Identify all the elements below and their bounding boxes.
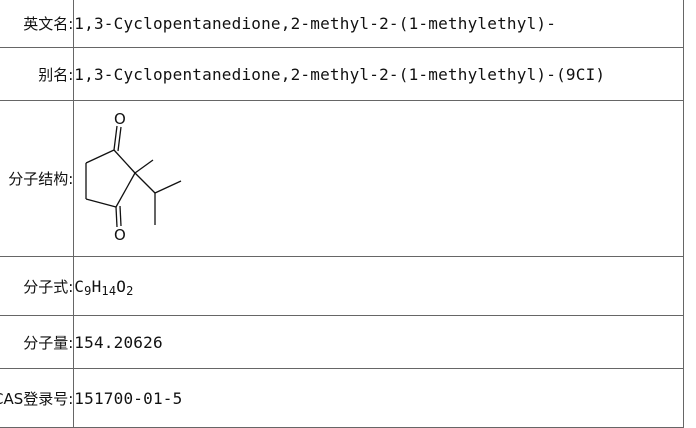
molecular-structure-image: O O [85, 110, 182, 244]
row-english-name: 英文名: 1,3-Cyclopentanedione,2-methyl-2-(1… [0, 0, 684, 48]
alias-label: 别名: [0, 47, 75, 101]
row-cas: CAS登录号: 151700-01-5 [0, 368, 684, 428]
bond-carbonyl-bottom-b [119, 205, 122, 226]
formula-h-count: 14 [101, 283, 117, 298]
cas-value: 151700-01-5 [73, 368, 684, 428]
atom-oxygen-top: O [114, 110, 126, 128]
row-alias: 别名: 1,3-Cyclopentanedione,2-methyl-2-(1-… [0, 47, 684, 101]
bond-c1-c2 [113, 149, 136, 173]
english-name-label: 英文名: [0, 0, 75, 48]
atom-oxygen-bottom: O [114, 226, 126, 244]
bond-c5-c1 [86, 148, 115, 164]
row-mol-weight: 分子量: 154.20626 [0, 315, 684, 369]
bond-carbonyl-bottom-a [115, 206, 118, 227]
cas-label: CAS登录号: [0, 368, 75, 428]
bond-methyl [134, 158, 154, 174]
formula-c: C [74, 276, 85, 296]
bond-isopropyl-me1 [155, 179, 182, 194]
bond-carbonyl-top-a [113, 125, 118, 150]
bond-isopropyl-ch [134, 172, 156, 193]
formula-label: 分子式: [0, 256, 75, 316]
formula-value: C9H14O2 [73, 256, 684, 316]
row-structure: 分子结构: O O [0, 100, 684, 257]
formula-h: H [91, 276, 102, 296]
english-name-value: 1,3-Cyclopentanedione,2-methyl-2-(1-meth… [73, 0, 684, 48]
alias-value: 1,3-Cyclopentanedione,2-methyl-2-(1-meth… [73, 47, 684, 101]
formula-o-count: 2 [126, 283, 134, 298]
bond-c3-c4 [86, 197, 117, 208]
mol-weight-label: 分子量: [0, 315, 75, 369]
row-formula: 分子式: C9H14O2 [0, 256, 684, 316]
bond-c2-c3 [115, 172, 136, 207]
formula-c-count: 9 [84, 283, 92, 298]
formula-o: O [116, 276, 127, 296]
bond-carbonyl-top-b [117, 126, 122, 151]
structure-label: 分子结构: [0, 100, 75, 257]
structure-cell: O O [73, 100, 684, 257]
mol-weight-value: 154.20626 [73, 315, 684, 369]
